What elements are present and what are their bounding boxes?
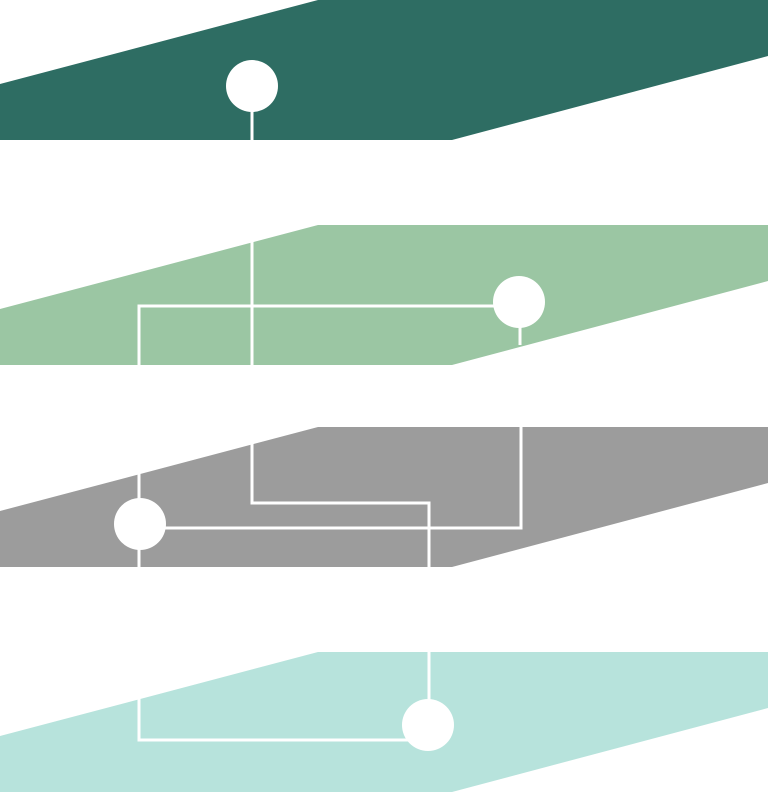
connector-layer4-horizontal	[137, 697, 408, 742]
layer-band-1	[0, 0, 768, 140]
node-circle-1	[226, 60, 278, 112]
node-circle-4	[402, 699, 454, 751]
layer-band-4	[0, 652, 768, 792]
node-circle-2	[493, 276, 545, 328]
node-circle-3	[114, 498, 166, 550]
layer-band-3	[0, 427, 768, 567]
layer-band-2	[0, 225, 768, 365]
connector-layer3-right	[160, 427, 523, 530]
connector-layer2-horizontal	[137, 304, 495, 365]
connector-layer3-step	[250, 442, 431, 567]
